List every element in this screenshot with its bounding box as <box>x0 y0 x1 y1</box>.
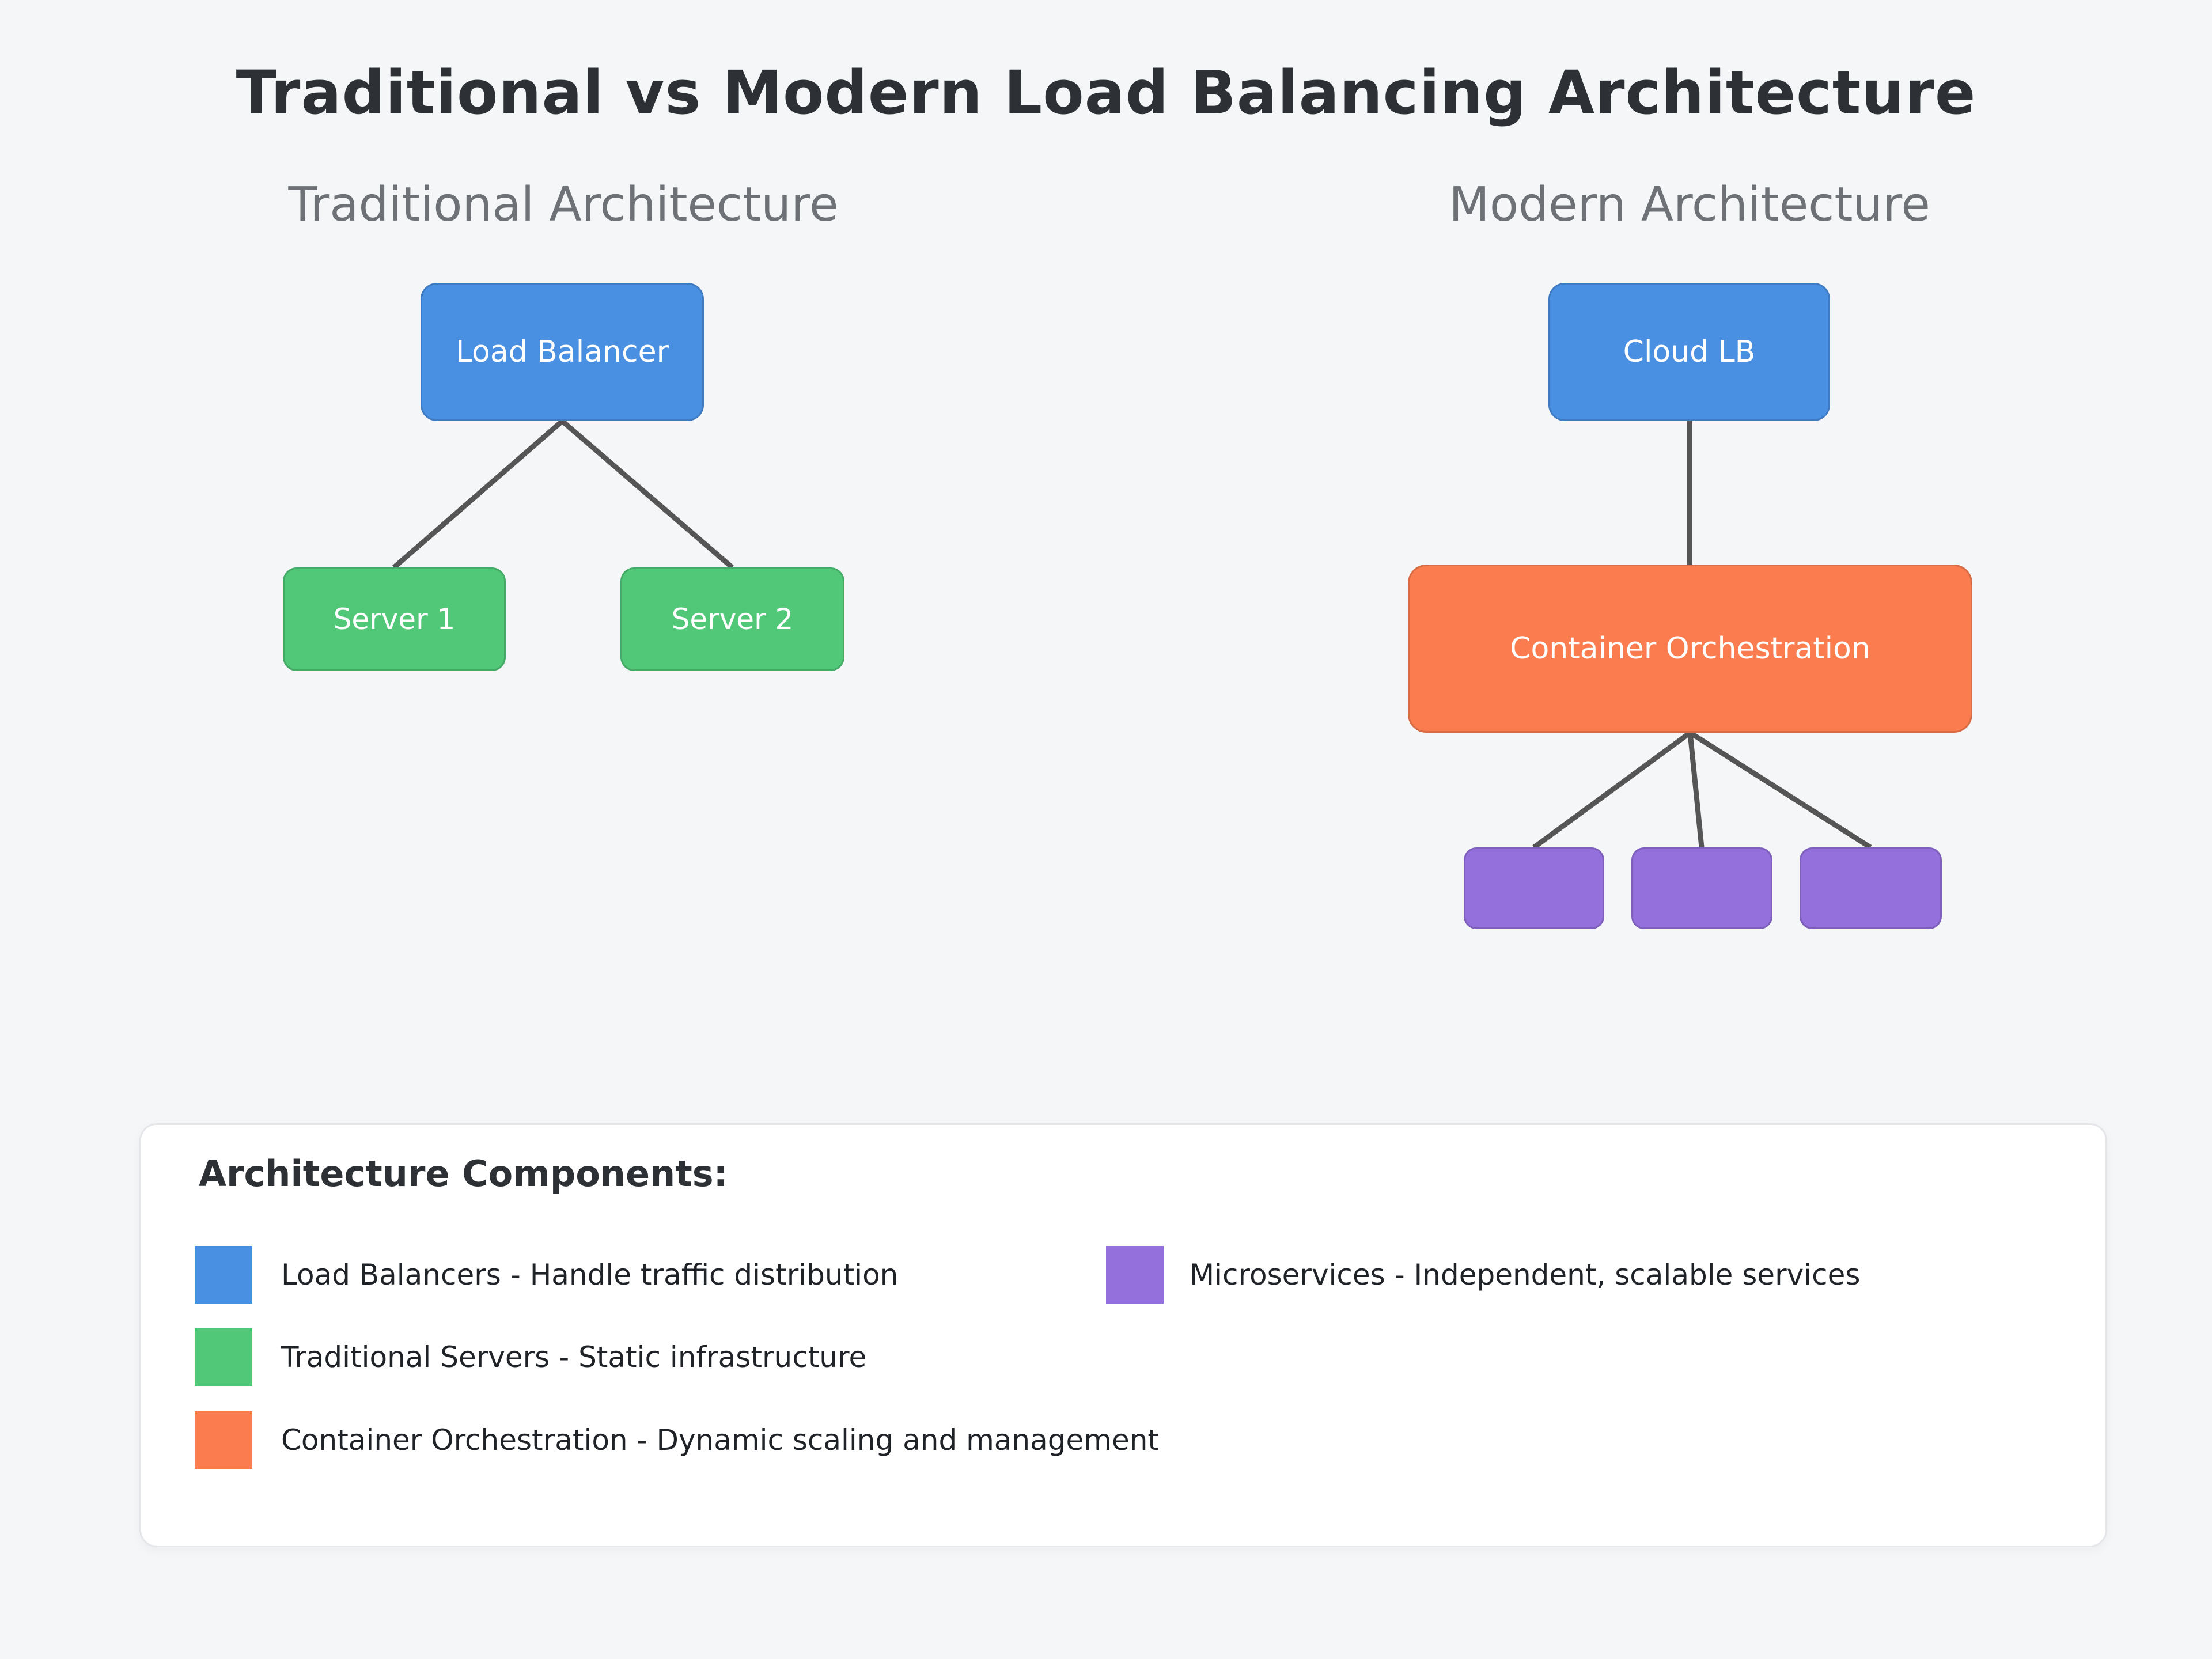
server-1-node: Server 1 <box>283 567 506 671</box>
edge-lb-server2 <box>560 419 734 570</box>
edge-lb-server1 <box>392 419 564 570</box>
container-orchestration-node: Container Orchestration <box>1408 565 1972 733</box>
legend-swatch-blue <box>195 1246 252 1304</box>
microservice-node-1 <box>1464 847 1604 929</box>
legend-label: Microservices - Independent, scalable se… <box>1190 1258 1861 1291</box>
legend-panel: Architecture Components: Load Balancers … <box>139 1123 2107 1547</box>
section-header-traditional: Traditional Architecture <box>288 177 839 232</box>
legend-swatch-orange <box>195 1411 252 1469</box>
section-header-modern: Modern Architecture <box>1449 177 1930 232</box>
edge-co-ms2 <box>1687 732 1705 848</box>
legend-label: Traditional Servers - Static infrastruct… <box>281 1340 867 1374</box>
legend-swatch-purple <box>1106 1246 1164 1304</box>
microservice-node-2 <box>1631 847 1772 929</box>
edge-co-ms3 <box>1688 730 1872 850</box>
load-balancer-node: Load Balancer <box>421 283 704 421</box>
page-title: Traditional vs Modern Load Balancing Arc… <box>236 58 1976 128</box>
edge-co-ms1 <box>1532 730 1692 850</box>
microservice-node-3 <box>1800 847 1942 929</box>
server-2-node: Server 2 <box>620 567 844 671</box>
legend-label: Container Orchestration - Dynamic scalin… <box>281 1423 1160 1457</box>
cloud-lb-node: Cloud LB <box>1548 283 1830 421</box>
legend-swatch-green <box>195 1328 252 1386</box>
legend-title: Architecture Components: <box>199 1153 728 1195</box>
legend-label: Load Balancers - Handle traffic distribu… <box>281 1258 899 1291</box>
